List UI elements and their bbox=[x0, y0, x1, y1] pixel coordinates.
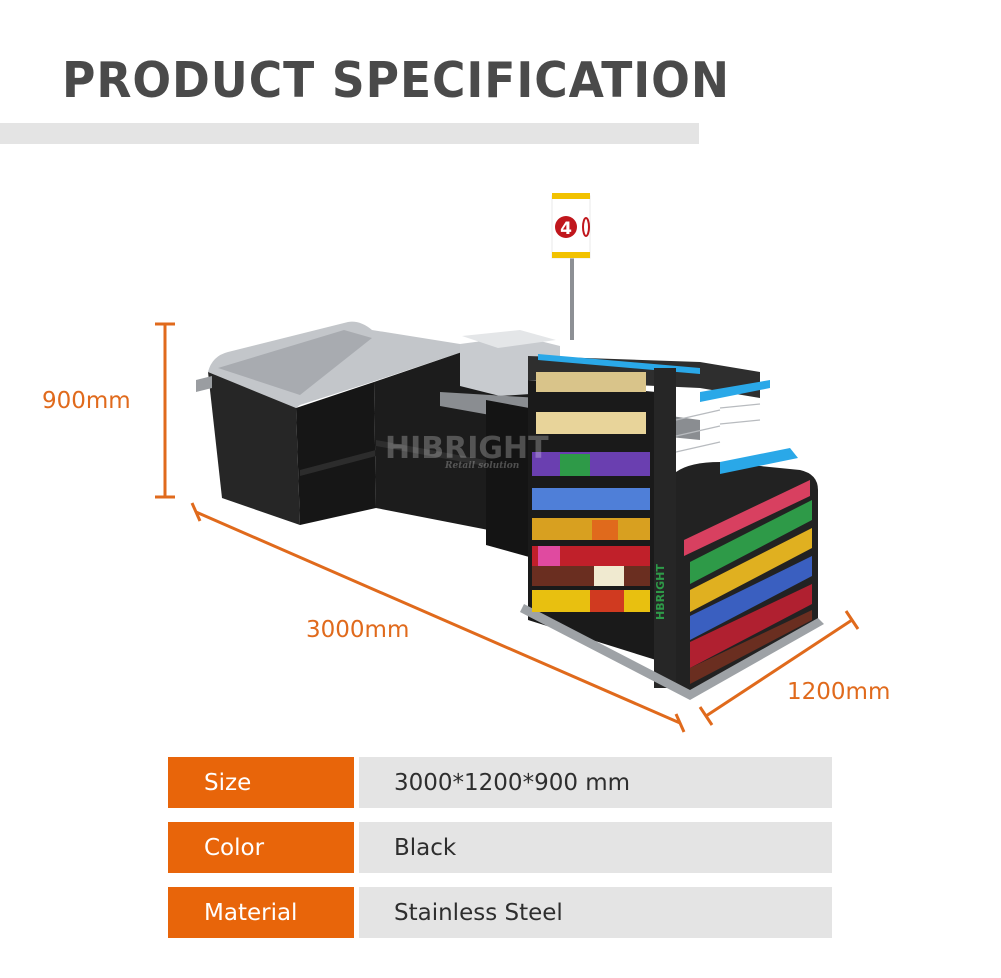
title-underline-bar bbox=[0, 123, 699, 144]
depth-dimension-line bbox=[698, 610, 860, 726]
height-dimension-label: 900mm bbox=[42, 388, 131, 414]
lane-number-sign: 4 bbox=[551, 193, 591, 340]
height-dimension-line bbox=[155, 322, 175, 499]
spec-value: Stainless Steel bbox=[359, 887, 832, 938]
svg-text:4: 4 bbox=[560, 219, 572, 239]
page-title: PRODUCT SPECIFICATION bbox=[62, 52, 730, 109]
candy-rows-left bbox=[532, 372, 650, 612]
svg-text:HIBRIGHT: HIBRIGHT bbox=[385, 431, 549, 466]
spec-row-color: Color Black bbox=[168, 822, 832, 873]
spec-row-material: Material Stainless Steel bbox=[168, 887, 832, 938]
spec-label: Material bbox=[168, 887, 354, 938]
length-dimension-label: 3000mm bbox=[306, 617, 410, 643]
product-image: 4 bbox=[155, 193, 860, 733]
spec-value: 3000*1200*900 mm bbox=[359, 757, 832, 808]
brand-watermark: HIBRIGHT Retail solution bbox=[385, 431, 549, 471]
depth-dimension-label: 1200mm bbox=[787, 679, 891, 705]
svg-text:HBRIGHT: HBRIGHT bbox=[654, 564, 667, 620]
spec-table: Size 3000*1200*900 mm Color Black Materi… bbox=[168, 757, 832, 952]
candy-rows-right bbox=[684, 480, 812, 684]
spec-row-size: Size 3000*1200*900 mm bbox=[168, 757, 832, 808]
candy-display-rack: HBRIGHT bbox=[520, 354, 824, 700]
spec-label: Size bbox=[168, 757, 354, 808]
hook-rack bbox=[675, 403, 761, 453]
length-dimension-line bbox=[190, 502, 686, 733]
svg-text:Retail solution: Retail solution bbox=[444, 461, 519, 471]
spec-label: Color bbox=[168, 822, 354, 873]
spec-value: Black bbox=[359, 822, 832, 873]
